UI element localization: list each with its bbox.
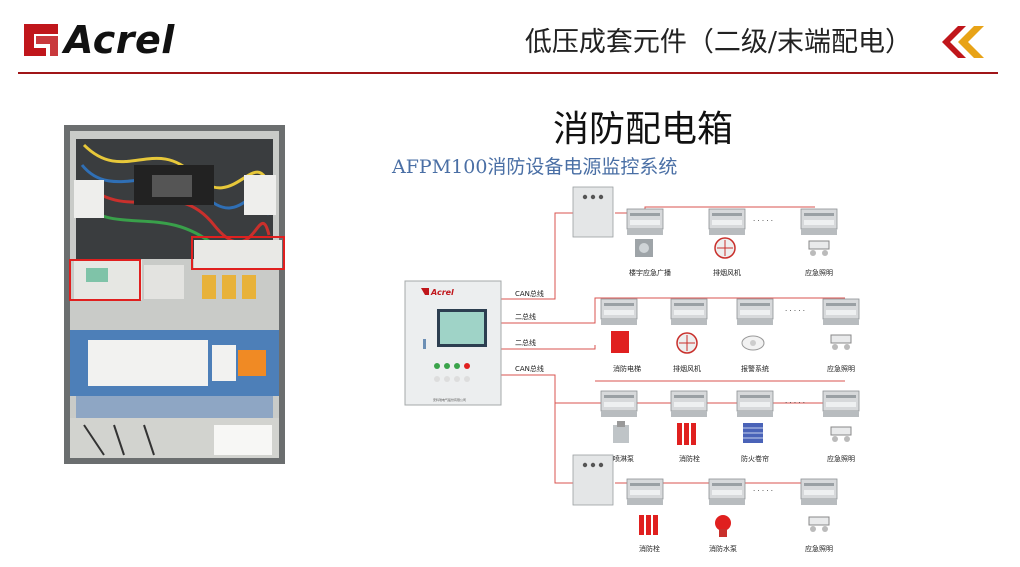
header-divider xyxy=(18,72,998,74)
slide-title: 消防配电箱 xyxy=(553,109,734,150)
acrel-logo-icon xyxy=(24,24,58,56)
fire-hydrant-icon xyxy=(677,423,696,445)
ellipsis-row1: · · · · · xyxy=(753,217,773,225)
smoke-alarm-icon xyxy=(741,335,765,351)
bus-label-two-wire-1: 二总线 xyxy=(515,312,536,321)
host-footer: 安科瑞电气股份有限公司 xyxy=(433,397,466,402)
row1-label-2: 应急照明 xyxy=(805,268,833,277)
row4-label-0: 消防栓 xyxy=(639,544,660,553)
row3-label-0: 喷淋泵 xyxy=(613,454,634,463)
distribution-cabinet-bottom xyxy=(572,454,614,506)
ellipsis-row3: · · · · · xyxy=(785,399,805,407)
elevator-sign-icon xyxy=(611,331,629,353)
distribution-cabinet-photo xyxy=(64,125,285,464)
emergency-light-icon xyxy=(830,334,852,350)
bus-label-can-1: CAN总线 xyxy=(515,289,544,298)
distribution-cabinet-top xyxy=(572,186,614,238)
sprinkler-icon xyxy=(613,421,629,443)
bus-label-can-2: CAN总线 xyxy=(515,364,544,373)
fire-hydrant-icon xyxy=(639,515,658,535)
water-pump-icon xyxy=(715,515,731,537)
row4-label-2: 应急照明 xyxy=(805,544,833,553)
system-diagram: Acrel 安科瑞电气股份有限公司 CAN总线 二总线 二总线 CAN总线 · … xyxy=(404,186,860,553)
ellipsis-row4: · · · · · xyxy=(753,487,773,495)
row3-label-1: 消防栓 xyxy=(679,454,700,463)
row4-label-1: 消防水泵 xyxy=(709,544,737,553)
row2-label-1: 排烟风机 xyxy=(673,364,701,373)
host-brand: Acrel xyxy=(430,288,454,297)
system-title: AFPM100消防设备电源监控系统 xyxy=(392,156,678,178)
header-title: 低压成套元件（二级/末端配电） xyxy=(524,27,912,58)
brand-logo-text: Acrel xyxy=(64,18,175,62)
row2-label-3: 应急照明 xyxy=(827,364,855,373)
fire-shutter-icon xyxy=(743,423,763,443)
monitoring-host-panel: Acrel 安科瑞电气股份有限公司 xyxy=(404,280,502,406)
fan-icon xyxy=(676,332,698,354)
emergency-light-icon xyxy=(830,426,852,442)
row1-label-0: 楼宇应急广播 xyxy=(629,268,671,277)
row3-label-2: 防火卷帘 xyxy=(741,454,769,463)
row2-label-0: 消防电梯 xyxy=(613,364,641,373)
speaker-icon xyxy=(635,239,653,257)
emergency-light-icon xyxy=(808,240,830,256)
ellipsis-row2: · · · · · xyxy=(785,307,805,315)
chevrons-left-icon xyxy=(942,26,984,58)
bus-label-two-wire-2: 二总线 xyxy=(515,338,536,347)
row2-label-2: 报警系统 xyxy=(741,364,769,373)
row1-label-1: 排烟风机 xyxy=(713,268,741,277)
row3-label-3: 应急照明 xyxy=(827,454,855,463)
fan-icon xyxy=(714,237,736,259)
emergency-light-icon xyxy=(808,516,830,532)
